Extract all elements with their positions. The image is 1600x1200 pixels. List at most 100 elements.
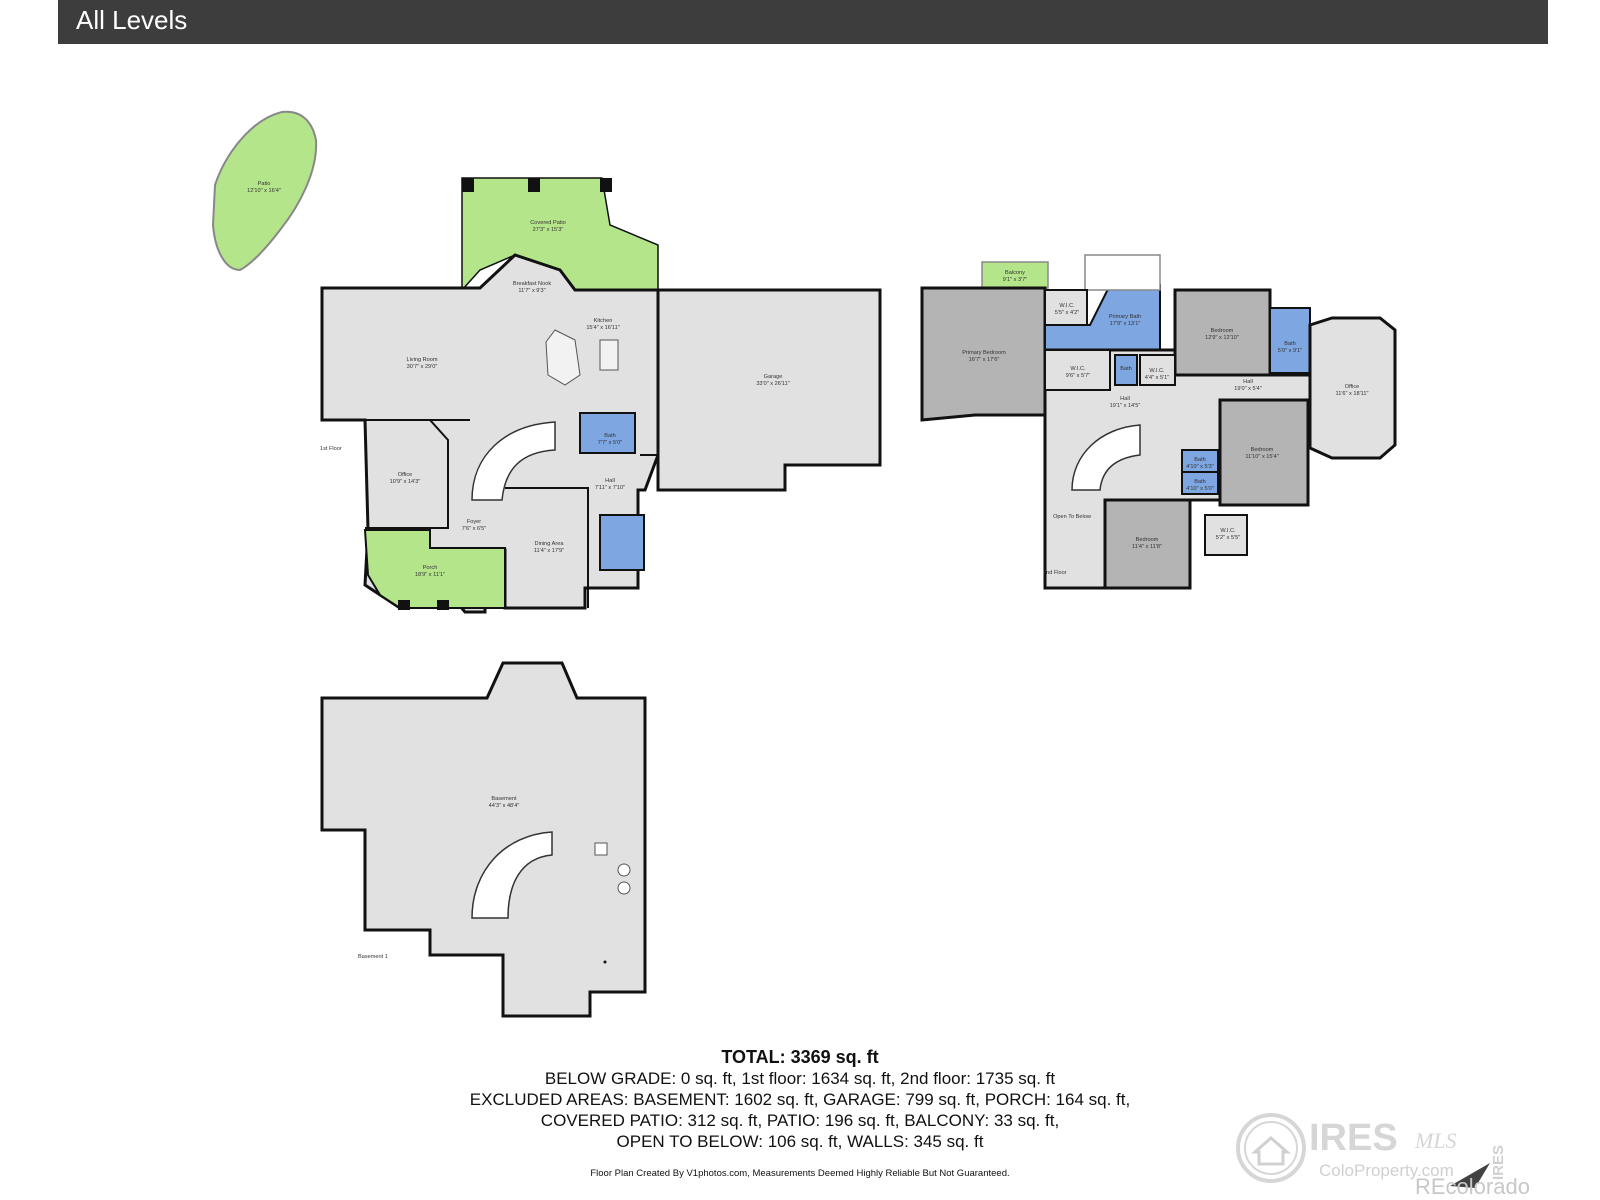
stairs-second	[1071, 424, 1141, 491]
wic-b-name: W.I.C.	[1070, 366, 1086, 372]
bedroom-b-name: Bedroom	[1251, 447, 1274, 453]
primary-bath-name: Primary Bath	[1109, 314, 1141, 320]
second-floor	[920, 254, 1397, 590]
level-label-second: 2nd Floor	[1043, 570, 1067, 576]
covered-patio-name: Covered Patio	[530, 220, 565, 226]
patio-shape	[211, 110, 318, 272]
wic-a-name: W.I.C.	[1059, 303, 1075, 309]
porch-dims: 18'9" x 11'1"	[415, 572, 445, 578]
wic-a-shape	[1044, 289, 1088, 326]
ires-watermark: IRES MLS ColoProperty.com IRES	[1236, 1113, 1507, 1188]
garage-name: Garage	[764, 374, 783, 380]
patio-dims: 12'10" x 16'4"	[247, 188, 281, 194]
wic-d-dims: 5'2" x 5'5"	[1216, 535, 1240, 541]
breakfast-nook-name: Breakfast Nook	[513, 281, 551, 287]
page-title: All Levels	[76, 5, 188, 35]
bath-shape	[579, 412, 636, 454]
primary-bedroom-dims: 16'7" x 17'6"	[969, 357, 1000, 363]
balcony-name: Balcony	[1005, 270, 1025, 276]
recolorado-watermark: REcolorado	[1415, 1174, 1530, 1199]
wic-c-name: W.I.C.	[1149, 368, 1165, 374]
summary-line: OPEN TO BELOW: 106 sq. ft, WALLS: 345 sq…	[616, 1132, 984, 1151]
covered-patio-dims: 27'3" x 15'3"	[533, 227, 564, 233]
dining-area-name: Dining Area	[535, 541, 565, 547]
bath-1-name: Bath	[604, 433, 616, 439]
living-room-dims: 30'7" x 29'0"	[407, 364, 438, 370]
wic-a-dims: 5'5" x 4'2"	[1055, 310, 1079, 316]
breakfast-nook-dims: 11'7" x 9'3"	[518, 288, 545, 294]
room-labels: Patio 12'10" x 16'4" Covered Patio 27'3"…	[247, 181, 1368, 960]
bath-d-dims: 4'10" x 5'0"	[1186, 486, 1214, 492]
bedroom-c-name: Bedroom	[1136, 537, 1159, 543]
wic-d-name: W.I.C.	[1220, 528, 1236, 534]
garage-shape	[656, 288, 882, 492]
foyer-name: Foyer	[467, 519, 481, 525]
open-to-below-name: Open To Below	[1053, 514, 1092, 520]
summary-line: EXCLUDED AREAS: BASEMENT: 1602 sq. ft, G…	[469, 1090, 1131, 1109]
stairs-basement	[471, 831, 553, 919]
balcony-shape	[981, 261, 1049, 289]
kitchen-island	[545, 329, 581, 386]
wic-c-dims: 4'4" x 5'1"	[1145, 375, 1169, 381]
total-area: TOTAL: 3369 sq. ft	[721, 1047, 879, 1067]
stairs-first	[471, 421, 556, 501]
bedroom-b-shape	[1218, 398, 1310, 507]
bath-small-shape	[1114, 354, 1138, 386]
primary-bedroom-shape	[920, 286, 1047, 422]
bath-b-name: Bath	[1284, 341, 1296, 347]
level-label-first: 1st Floor	[320, 446, 342, 452]
wic-d-shape	[1204, 514, 1248, 556]
bath-c-dims: 4'10" x 5'3"	[1186, 464, 1214, 470]
disclaimer-text: Floor Plan Created By V1photos.com, Meas…	[590, 1168, 1010, 1179]
watermark-site: ColoProperty.com	[1319, 1161, 1454, 1180]
kitchen-name: Kitchen	[594, 318, 613, 324]
wic-b-shape	[1044, 349, 1111, 391]
header-bar: All Levels	[58, 0, 1548, 44]
bath-c-name: Bath	[1194, 457, 1206, 463]
bath-small-name: Bath	[1120, 366, 1132, 372]
dining-area-dims: 11'4" x 17'9"	[534, 548, 564, 554]
hall-2b-name: Hall	[1243, 379, 1253, 385]
watermark-mls: MLS	[1414, 1128, 1457, 1153]
porch-shape	[363, 529, 506, 609]
patio-name: Patio	[258, 181, 271, 187]
foyer-dims: 7'6" x 6'5"	[462, 526, 486, 532]
bedroom-b-dims: 11'10" x 15'4"	[1245, 454, 1278, 460]
dining-walls	[505, 487, 589, 608]
primary-bath-dims: 17'9" x 13'1"	[1110, 321, 1141, 327]
primary-bedroom-name: Primary Bedroom	[962, 350, 1006, 356]
hall-1-name: Hall	[605, 478, 615, 484]
summary-line: COVERED PATIO: 312 sq. ft, PATIO: 196 sq…	[540, 1111, 1060, 1130]
basement-name: Basement	[491, 796, 517, 802]
balcony-dims: 9'1" x 3'7"	[1003, 277, 1027, 283]
office-2-name: Office	[1345, 384, 1360, 390]
hall-2b-dims: 19'0" x 5'4"	[1234, 386, 1262, 392]
wic-c-shape	[1139, 354, 1176, 386]
garage-dims: 33'0" x 26'11"	[756, 381, 789, 387]
basement-level	[320, 661, 647, 1018]
bath-d-shape	[1181, 471, 1219, 495]
office-2-shape	[1308, 316, 1397, 460]
bath-d-name: Bath	[1194, 479, 1206, 485]
laundry-shape	[599, 514, 645, 571]
basement-dims: 44'3" x 48'4"	[489, 803, 520, 809]
bedroom-a-dims: 12'9" x 12'10"	[1205, 335, 1239, 341]
wic-b-dims: 9'6" x 5'7"	[1066, 373, 1090, 379]
bath-b-shape	[1269, 307, 1311, 374]
living-room-name: Living Room	[406, 357, 437, 363]
level-label-basement: Basement 1	[358, 954, 388, 960]
watermark-side: IRES	[1490, 1145, 1507, 1180]
kitchen-dims: 15'4" x 16'11"	[586, 325, 619, 331]
bedroom-c-dims: 11'4" x 11'8"	[1132, 544, 1162, 550]
hall-2a-name: Hall	[1120, 396, 1130, 402]
summary-line: BELOW GRADE: 0 sq. ft, 1st floor: 1634 s…	[544, 1069, 1056, 1088]
north-arrow-icon	[1450, 1163, 1490, 1188]
bedroom-a-name: Bedroom	[1211, 328, 1234, 334]
office-1-name: Office	[398, 472, 413, 478]
bath-b-dims: 5'0" x 9'1"	[1278, 348, 1302, 354]
first-floor	[211, 110, 882, 614]
hall-1-dims: 7'11" x 7'10"	[595, 485, 625, 491]
office-1-dims: 10'9" x 14'3"	[390, 479, 421, 485]
basement-shape	[320, 661, 647, 1018]
bedroom-c-shape	[1103, 498, 1192, 590]
